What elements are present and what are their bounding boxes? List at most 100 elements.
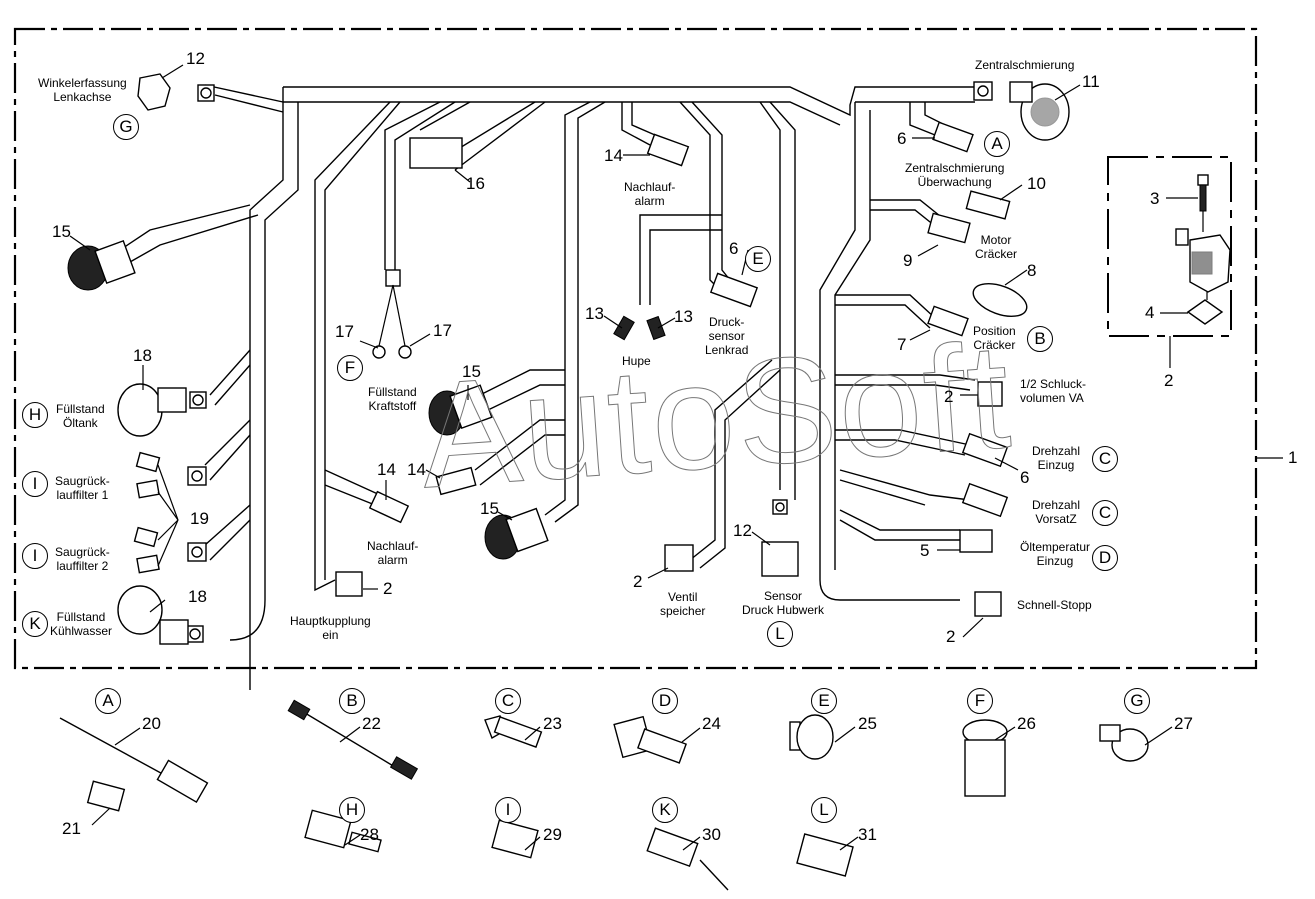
callout-2-schluck: 2 (944, 387, 954, 406)
label-schluckvolumen: 1/2 Schluck- volumen VA (1020, 377, 1087, 405)
callout-15-bot: 15 (480, 499, 499, 518)
callout-27: 27 (1174, 714, 1193, 733)
callout-12-top: 12 (186, 49, 205, 68)
ref-circle-h-part: H (339, 797, 365, 823)
ref-circle-b-part: B (339, 688, 365, 714)
label-nachlauf-left: Nachlauf- alarm (367, 539, 419, 567)
callout-13-left: 13 (585, 304, 604, 323)
bolt-part (1197, 174, 1209, 232)
label-nachlauf-top: Nachlauf- alarm (624, 180, 676, 208)
label-winkelerfassung: Winkelerfassung Lenkachse (38, 76, 127, 104)
callout-13-right: 13 (674, 307, 693, 326)
callout-6-lenkrad: 6 (729, 239, 739, 258)
ref-circle-k-part: K (652, 797, 678, 823)
ref-circle-a-part: A (95, 688, 121, 714)
callout-24: 24 (702, 714, 721, 733)
ref-circle-f-part: F (967, 688, 993, 714)
label-drucksensor-lenkrad: Druck- sensor Lenkrad (705, 315, 749, 357)
sensor-parts-drawings (59, 699, 1149, 891)
callout-15-left: 15 (52, 222, 71, 241)
label-zentralschmierung: Zentralschmierung (975, 58, 1075, 72)
label-position-cracker: Position Cräcker (973, 324, 1016, 352)
callout-20: 20 (142, 714, 161, 733)
sensor-part-leaders (91, 726, 1173, 851)
connector-shapes (67, 73, 1070, 645)
label-sensor-hubwerk: Sensor Druck Hubwerk (742, 589, 825, 617)
callout-30: 30 (702, 825, 721, 844)
callout-14-left-b: 14 (407, 460, 426, 479)
callout-8: 8 (1027, 261, 1037, 280)
callout-gasket: 4 (1145, 303, 1155, 322)
callout-10: 10 (1027, 174, 1046, 193)
ref-circle-g-part: G (1124, 688, 1150, 714)
callout-21: 21 (62, 819, 81, 838)
callout-bolt: 3 (1150, 189, 1160, 208)
label-drehzahl-einzug: Drehzahl Einzug (1032, 444, 1081, 472)
ref-circle-i-part: I (495, 797, 521, 823)
ref-circle-c-part: C (495, 688, 521, 714)
label-drehzahl-vorsatz: Drehzahl VorsatZ (1032, 498, 1081, 526)
callout-2-schnellstopp: 2 (946, 627, 956, 646)
callout-26: 26 (1017, 714, 1036, 733)
ref-circle-c-vorsatz: C (1092, 500, 1118, 526)
label-fuellstand-kuehlwasser: Füllstand Kühlwasser (50, 610, 113, 638)
callout-18-top: 18 (133, 346, 152, 365)
gasket-part (1186, 299, 1224, 325)
ref-circle-e-part: E (811, 688, 837, 714)
callout-assembly: 1 (1288, 448, 1298, 467)
callout-2-hauptkupplung: 2 (383, 579, 393, 598)
ref-circle-b: B (1027, 326, 1053, 352)
ref-circle-d: D (1092, 545, 1118, 571)
callout-17-right: 17 (433, 321, 452, 340)
ref-circle-d-part: D (652, 688, 678, 714)
ref-circle-g: G (113, 114, 139, 140)
ref-circle-a: A (984, 131, 1010, 157)
harness-trunk (119, 84, 985, 690)
ref-circle-l-part: L (811, 797, 837, 823)
callout-7: 7 (897, 335, 907, 354)
ref-circle-l: L (767, 621, 793, 647)
ref-circle-e: E (745, 246, 771, 272)
label-ventil-speicher: Ventil speicher (660, 590, 706, 618)
callout-12-hubwerk: 12 (733, 521, 752, 540)
label-hauptkupplung: Hauptkupplung ein (290, 614, 371, 642)
callout-16: 16 (466, 174, 485, 193)
ref-circle-h: H (22, 402, 48, 428)
ref-circle-k: K (22, 611, 48, 637)
callout-23: 23 (543, 714, 562, 733)
callout-2-ventil: 2 (633, 572, 643, 591)
label-fuellstand-oeltank: Füllstand Öltank (56, 402, 105, 430)
valve-plug-part (1175, 228, 1231, 300)
callout-17-left: 17 (335, 322, 354, 341)
callout-5: 5 (920, 541, 930, 560)
label-zs-ueberwachung: Zentralschmierung Überwachung (905, 161, 1005, 189)
callout-29: 29 (543, 825, 562, 844)
ref-circle-i-2: I (22, 543, 48, 569)
label-oeltemperatur: Öltemperatur Einzug (1020, 540, 1091, 568)
label-saugrueck-1: Saugrück- lauffilter 1 (55, 474, 110, 502)
callout-14-left-a: 14 (377, 460, 396, 479)
callout-25: 25 (858, 714, 877, 733)
label-hupe: Hupe (622, 354, 651, 368)
callout-22: 22 (362, 714, 381, 733)
callout-15-mid: 15 (462, 362, 481, 381)
callout-6-drehzahl: 6 (1020, 468, 1030, 487)
callout-28: 28 (360, 825, 379, 844)
subassembly-boundary (1107, 156, 1232, 337)
label-fuellstand-kraftstoff: Füllstand Kraftstoff (368, 385, 417, 413)
label-schnellstopp: Schnell-Stopp (1017, 598, 1092, 612)
callout-14-top: 14 (604, 146, 623, 165)
callout-19: 19 (190, 509, 209, 528)
leader-lines (69, 64, 1081, 638)
callout-31: 31 (858, 825, 877, 844)
callout-6-zs: 6 (897, 129, 907, 148)
label-motor-cracker: Motor Cräcker (975, 233, 1018, 261)
callout-9: 9 (903, 251, 913, 270)
callout-18-bot: 18 (188, 587, 207, 606)
label-saugrueck-2: Saugrück- lauffilter 2 (55, 545, 110, 573)
callout-subassembly: 2 (1164, 371, 1174, 390)
ref-circle-f: F (337, 355, 363, 381)
ref-circle-c-einzug: C (1092, 446, 1118, 472)
callout-11: 11 (1082, 72, 1100, 91)
